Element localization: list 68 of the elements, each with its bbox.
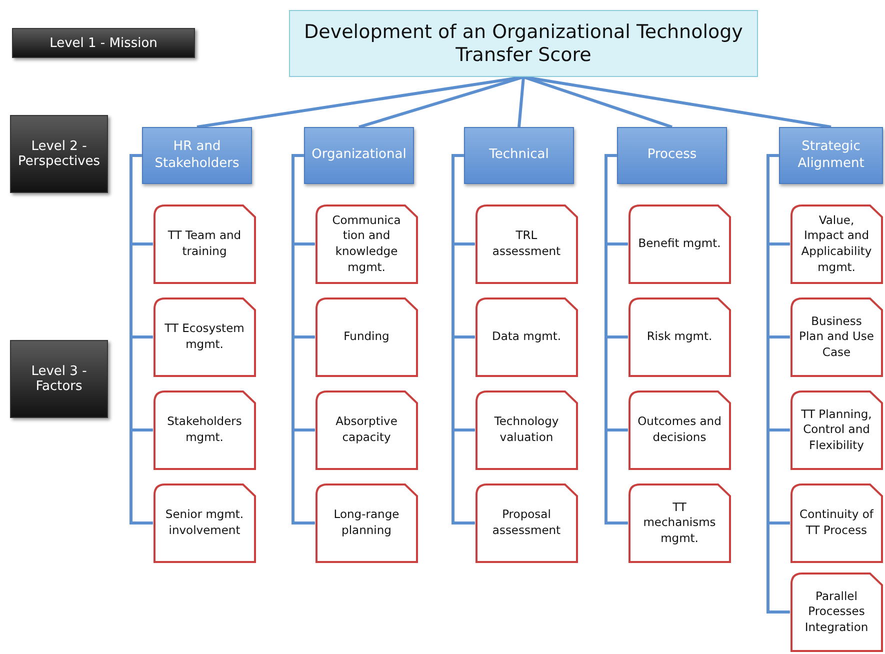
- box-label: Long-range planning: [332, 507, 400, 539]
- box-label: Value, Impact and Applicability mgmt.: [800, 212, 873, 276]
- factor-box: [315, 390, 418, 470]
- box-label: TRL assessment: [491, 228, 562, 260]
- factor-box: [790, 390, 883, 470]
- box-label: Parallel Processes Integration: [804, 588, 870, 636]
- box-label: Absorptive capacity: [334, 414, 398, 446]
- box-label: Benefit mgmt.: [638, 236, 721, 252]
- level-label: [10, 340, 108, 418]
- perspective-box: [142, 127, 252, 184]
- perspective-box: [617, 127, 727, 184]
- box-label: Funding: [344, 329, 390, 345]
- box-label: Proposal assessment: [491, 507, 562, 539]
- perspective-box: [304, 127, 414, 184]
- box-label: Data mgmt.: [492, 329, 561, 345]
- factor-box: [628, 297, 731, 377]
- connector-line: [292, 154, 315, 524]
- perspective-box: [464, 127, 574, 184]
- level-label: [10, 115, 108, 193]
- box-label: Communica tion and knowledge mgmt.: [331, 212, 402, 276]
- level-text: Level 3 - Factors: [30, 364, 88, 394]
- box-label: TT Ecosystem mgmt.: [164, 321, 246, 353]
- box-label: Outcomes and decisions: [636, 414, 722, 446]
- factor-box: [790, 572, 883, 652]
- connector-line: [604, 154, 628, 524]
- factor-box: [475, 390, 578, 470]
- factor-box: [315, 204, 418, 284]
- factor-box: [153, 483, 256, 563]
- box-label: Senior mgmt. involvement: [164, 507, 245, 539]
- factor-box: [153, 297, 256, 377]
- factor-box: [153, 390, 256, 470]
- factor-box: [153, 204, 256, 284]
- level-text: Level 2 - Perspectives: [16, 139, 102, 169]
- factor-box: [475, 297, 578, 377]
- factor-box: [315, 483, 418, 563]
- box-label: Stakeholders mgmt.: [166, 414, 243, 446]
- factor-box: [790, 297, 883, 377]
- box-label: HR and Stakeholders: [154, 139, 240, 172]
- factor-box: [790, 204, 883, 284]
- factor-box: [475, 204, 578, 284]
- factor-box: [628, 390, 731, 470]
- box-label: Business Plan and Use Case: [798, 314, 875, 360]
- connector-line: [518, 76, 525, 128]
- title-text: Development of an Organizational Technology Transfer Score: [303, 20, 744, 66]
- box-label: Technical: [489, 147, 549, 164]
- box-label: TT Planning, Control and Flexibility: [800, 406, 873, 454]
- connector-line: [766, 154, 790, 614]
- factor-box: [790, 483, 883, 563]
- factor-box: [475, 483, 578, 563]
- box-label: Strategic Alignment: [796, 139, 866, 172]
- box-label: Process: [647, 147, 697, 164]
- box-label: Organizational: [312, 147, 406, 164]
- box-label: Risk mgmt.: [646, 329, 712, 345]
- level-text: Level 1 - Mission: [50, 36, 158, 50]
- title-box: [289, 10, 758, 77]
- level-label: [12, 28, 195, 58]
- connector-line: [523, 76, 672, 128]
- box-label: Continuity of TT Process: [798, 507, 875, 539]
- connector-line: [452, 154, 475, 524]
- connector-line: [358, 76, 524, 128]
- box-label: TT mechanisms mgmt.: [642, 500, 717, 546]
- factor-box: [628, 483, 731, 563]
- perspective-box: [779, 127, 883, 184]
- box-label: Technology valuation: [493, 414, 560, 446]
- factor-box: [315, 297, 418, 377]
- connector-line: [130, 154, 153, 524]
- box-label: TT Team and training: [166, 228, 242, 260]
- factor-box: [628, 204, 731, 284]
